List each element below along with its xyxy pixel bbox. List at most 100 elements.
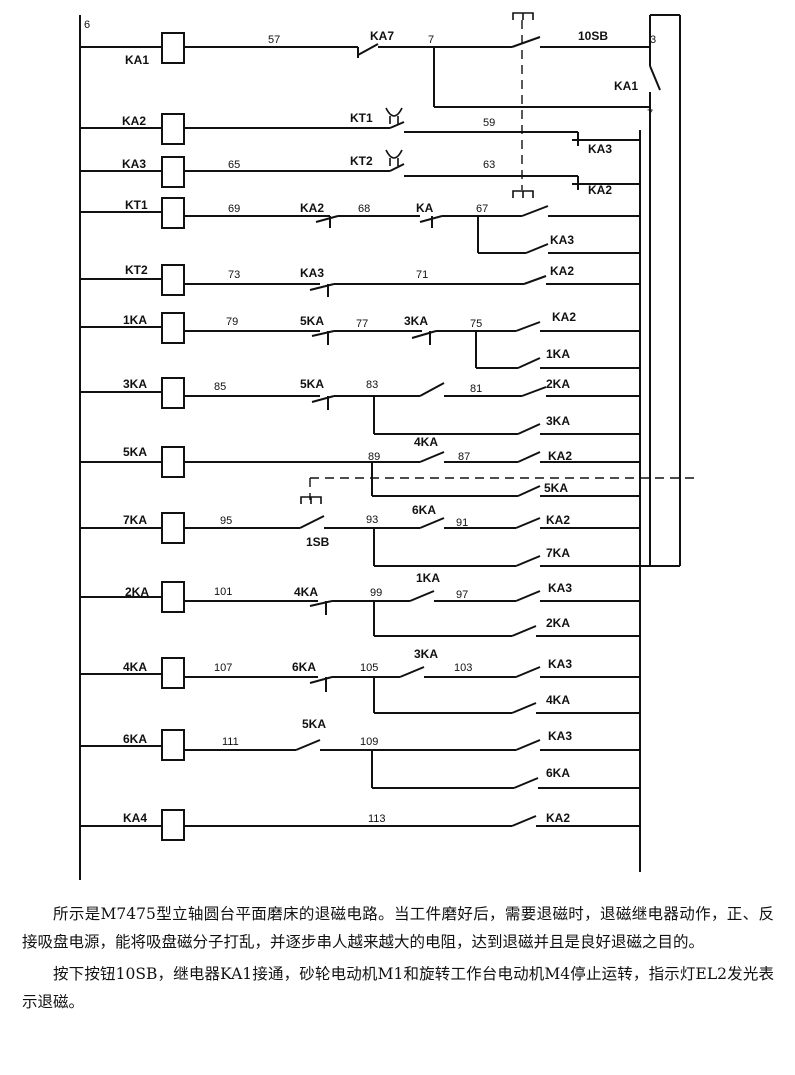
nc-contact xyxy=(311,330,335,337)
coil-label: KA2 xyxy=(122,114,146,128)
wire-number: 7 xyxy=(428,34,434,46)
relay-coil xyxy=(161,657,185,689)
no-contact xyxy=(511,702,537,714)
coil-label: KA4 xyxy=(123,811,147,825)
relay-coil xyxy=(161,581,185,613)
no-contact xyxy=(419,382,445,397)
contact-label: 1SB xyxy=(306,535,330,549)
row-ka1: KA1 57 KA7 7 10SB 3 7 KA1 xyxy=(80,12,661,566)
contact-label: KA3 xyxy=(548,581,572,595)
coil-label: 5KA xyxy=(123,445,147,459)
relay-coil xyxy=(161,264,185,296)
contact-label: KA3 xyxy=(300,266,324,280)
relay-coil xyxy=(161,113,185,145)
caption-text: 所示是M7475型立轴圆台平面磨床的退磁电路。当工件磨好后，需要退磁时，退磁继电… xyxy=(22,900,774,1016)
contact-label: 5KA xyxy=(300,377,324,391)
contact-label: 5KA xyxy=(300,314,324,328)
relay-coil xyxy=(161,312,185,344)
wire-number: 57 xyxy=(268,34,280,46)
caption-paragraph-2: 按下按钮10SB，继电器KA1接通，砂轮电动机M1和旋转工作台电动机M4停止运转… xyxy=(22,965,774,1011)
contact-label: 7KA xyxy=(546,546,570,560)
contact-label: 3KA xyxy=(546,414,570,428)
pushbutton-contact xyxy=(511,36,541,48)
no-contact xyxy=(523,275,547,285)
coil-label: 6KA xyxy=(123,732,147,746)
contact-label: KA2 xyxy=(548,449,572,463)
contact-label: KA3 xyxy=(548,657,572,671)
row-6ka: 6KA 111 5KA 109 KA3 6KA xyxy=(80,717,640,789)
wire-number: 63 xyxy=(483,159,495,171)
no-contact xyxy=(419,517,445,529)
contact-label: 3KA xyxy=(414,647,438,661)
row-7ka: 7KA 95 1SB 93 6KA 91 KA2 7KA xyxy=(80,14,681,567)
pushbutton-contact xyxy=(521,205,549,217)
timer-icon xyxy=(385,149,403,166)
wire-number: 73 xyxy=(228,269,240,281)
contact-label: 5KA xyxy=(302,717,326,731)
row-ka2: KA2 KT1 59 KA3 xyxy=(80,107,640,156)
relay-coil xyxy=(161,377,185,409)
contact-label: KA xyxy=(416,201,434,215)
coil-label: KT1 xyxy=(125,198,148,212)
contact-label: 6KA xyxy=(292,660,316,674)
no-contact xyxy=(515,321,541,332)
coil-label: 7KA xyxy=(123,513,147,527)
coil-label: 2KA xyxy=(125,585,149,599)
wire-number: 97 xyxy=(456,589,468,601)
relay-coil xyxy=(161,446,185,478)
row-2ka: 2KA 101 4KA 99 1KA 97 KA3 2KA xyxy=(80,571,640,637)
no-contact xyxy=(515,590,541,602)
relay-coil xyxy=(161,156,185,188)
contact-label: KA2 xyxy=(546,811,570,825)
contact-label: KT1 xyxy=(350,111,373,125)
no-contact xyxy=(525,243,549,254)
wire-number: 59 xyxy=(483,117,495,129)
row-ka3: KA3 65 KT2 63 KA2 xyxy=(80,149,640,197)
coil-label: 4KA xyxy=(123,660,147,674)
contact-label: KA7 xyxy=(370,29,394,43)
no-contact xyxy=(513,777,539,789)
nc-contact xyxy=(309,283,335,291)
relay-coil xyxy=(161,32,185,64)
wire-number: 71 xyxy=(416,269,428,281)
wire-number: 75 xyxy=(470,318,482,330)
no-contact xyxy=(517,451,541,463)
wire-number: 79 xyxy=(226,316,238,328)
row-kt1: KT1 69 KA2 68 KA 67 KA3 xyxy=(80,197,640,254)
relay-coil xyxy=(161,197,185,229)
no-contact xyxy=(515,517,541,529)
row-1ka: 1KA 79 5KA 77 3KA 75 KA2 1KA xyxy=(80,310,640,369)
coil-label: KT2 xyxy=(125,263,148,277)
row-3ka: 3KA 85 5KA 83 81 2KA 3KA xyxy=(80,377,640,435)
contact-label: KA3 xyxy=(588,142,612,156)
contact-label: 3KA xyxy=(404,314,428,328)
contact-label: KA2 xyxy=(546,513,570,527)
nc-contact xyxy=(311,395,335,403)
wire-number: 99 xyxy=(370,587,382,599)
node-label: 3 xyxy=(650,34,656,46)
no-contact xyxy=(517,357,541,369)
pushbutton-icon xyxy=(512,12,534,20)
contact-label: 6KA xyxy=(546,766,570,780)
contact-label: KT2 xyxy=(350,154,373,168)
wire-number: 69 xyxy=(228,203,240,215)
coil-label: 1KA xyxy=(123,313,147,327)
contact-label: KA3 xyxy=(548,729,572,743)
pushbutton-icon xyxy=(300,496,322,504)
caption-paragraph-1: 所示是M7475型立轴圆台平面磨床的退磁电路。当工件磨好后，需要退磁时，退磁继电… xyxy=(22,905,774,951)
wire-number: 83 xyxy=(366,379,378,391)
nc-contact xyxy=(411,330,437,339)
relay-coil xyxy=(161,512,185,544)
contact-label: 4KA xyxy=(546,693,570,707)
timer-contact xyxy=(389,163,405,172)
wire-number: 65 xyxy=(228,159,240,171)
contact-label: 4KA xyxy=(414,435,438,449)
wire-number: 81 xyxy=(470,383,482,395)
circuit-diagram: 6 KA1 57 KA7 7 10SB 3 7 KA1 KA2 K xyxy=(79,12,700,880)
contact-label: 1KA xyxy=(546,347,570,361)
no-contact xyxy=(419,451,445,463)
no-contact xyxy=(399,666,425,678)
wire-number: 111 xyxy=(222,736,239,748)
coil-label: KA1 xyxy=(125,53,149,67)
no-contact xyxy=(649,65,661,91)
